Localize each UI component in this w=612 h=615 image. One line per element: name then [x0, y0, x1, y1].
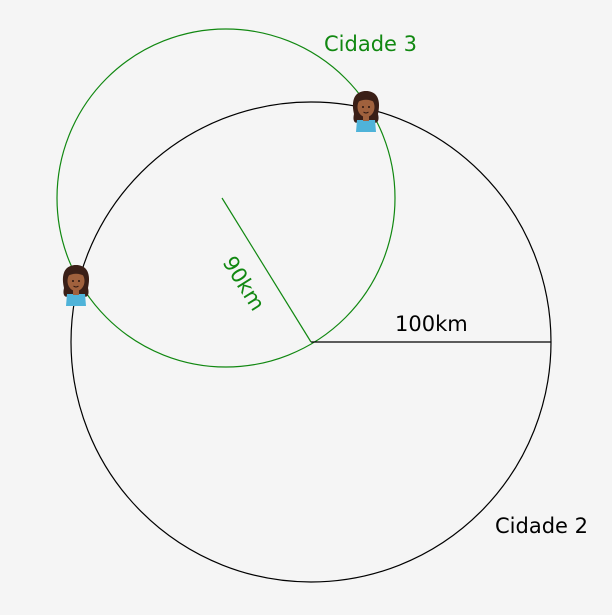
cidade-3-radius-line — [221, 197, 312, 343]
person-icon — [352, 91, 380, 132]
cidade-3-circle — [56, 28, 396, 368]
person-icon — [62, 265, 90, 306]
cidade-2-radius-label: 100km — [395, 312, 468, 336]
cidade-2-label: Cidade 2 — [495, 514, 588, 538]
cidade-3-label: Cidade 3 — [324, 32, 417, 56]
